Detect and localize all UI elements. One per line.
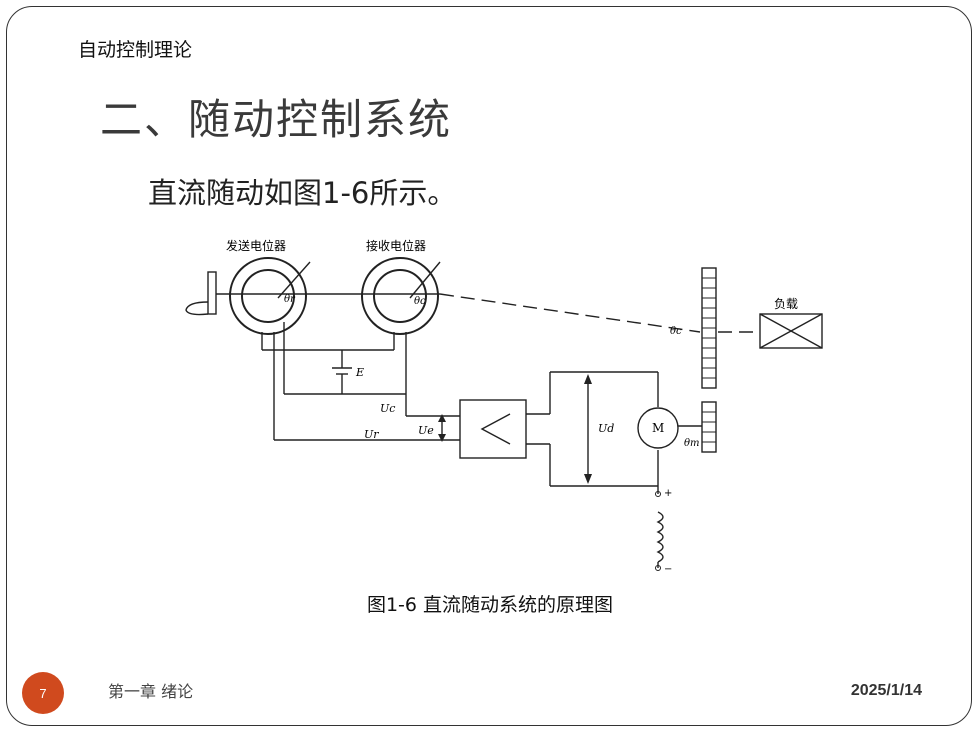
- slide-number-badge: 7: [22, 672, 64, 714]
- slide-subtitle: 直流随动如图1-6所示。: [148, 176, 457, 210]
- theta-c-label: θc: [414, 296, 426, 307]
- load-label: 负载: [774, 297, 798, 311]
- E-label: E: [355, 366, 364, 379]
- motor-gear: [701, 401, 717, 453]
- servo-system-diagram: 发送电位器 接收电位器 负载 θr θc θc θm E Uc Ur Ue Ud…: [185, 238, 823, 575]
- chapter-footer: 第一章 绪论: [108, 682, 194, 701]
- date-footer: 2025/1/14: [850, 682, 922, 699]
- receiver-pot-outer: [361, 257, 439, 335]
- slide-title: 二、随动控制系统: [100, 95, 453, 144]
- figure-caption: 图1-6 直流随动系统的原理图: [366, 594, 614, 616]
- sender-pot-label: 发送电位器: [226, 238, 286, 253]
- receiver-pot-label: 接收电位器: [366, 238, 426, 253]
- theta-r-label: θr: [284, 294, 296, 305]
- motor-label: M: [652, 421, 664, 435]
- Ud-label: Ud: [598, 422, 614, 435]
- motor: [637, 407, 679, 449]
- minus-label: −: [664, 564, 672, 575]
- theta-c-load-label: θc: [670, 326, 682, 337]
- sender-pot-outer: [229, 257, 307, 335]
- plus-label: +: [664, 488, 672, 499]
- theta-m-label: θm: [684, 438, 700, 449]
- course-title: 自动控制理论: [78, 39, 193, 61]
- Ue-label: Ue: [418, 424, 434, 437]
- Ur-label: Ur: [364, 428, 379, 441]
- load-box: [759, 313, 823, 349]
- handle: [207, 271, 217, 315]
- amplifier: [459, 399, 527, 459]
- slide-frame: [6, 6, 972, 726]
- sender-pot-inner: [241, 269, 295, 323]
- Uc-label: Uc: [380, 402, 395, 415]
- receiver-pot-inner: [373, 269, 427, 323]
- field-winding: [656, 511, 664, 563]
- handle-grip: [185, 301, 209, 316]
